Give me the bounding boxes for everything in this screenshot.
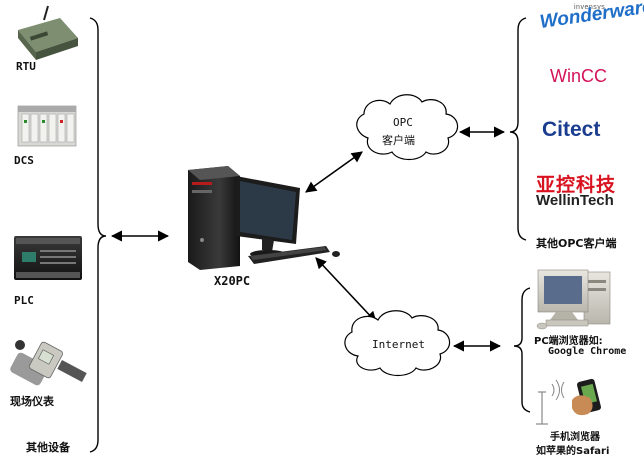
mobile-phone-icon [536, 378, 601, 425]
rtu-device-icon [18, 5, 78, 60]
label-other-devices: 其他设备 [26, 441, 70, 454]
label-other-opc-clients: 其他OPC客户端 [536, 237, 617, 250]
arrow-pc-opc [305, 151, 363, 193]
arrow-pc-internet [315, 257, 377, 323]
label-rtu: RTU [16, 60, 36, 73]
wonderware-logo-small: invensys [574, 4, 606, 11]
label-mobile-browser-line1: 手机浏览器 [550, 432, 600, 443]
browser-bracket [513, 287, 531, 413]
internet-cloud-shape [344, 310, 451, 377]
opc-cloud-label-line2: 客户端 [382, 134, 415, 147]
label-x20pc: X20PC [214, 274, 251, 288]
label-pc-browser-line1: PC端浏览器如: [534, 336, 603, 347]
dcs-device-icon [17, 105, 77, 147]
field-instrument-icon [10, 340, 87, 386]
internet-cloud-label: Internet [372, 338, 425, 351]
opc-cloud-shape [356, 94, 459, 161]
desktop-pc-icon [536, 269, 611, 330]
label-mobile-browser-line2: 如苹果的Safari [536, 446, 610, 457]
x20pc-computer-icon [188, 166, 340, 270]
citect-logo: Citect [542, 118, 601, 141]
label-field-instrument: 现场仪表 [10, 395, 54, 408]
yakong-logo: 亚控科技 [536, 175, 617, 196]
label-plc: PLC [14, 294, 34, 307]
opc-cloud-label-line1: OPC [393, 116, 413, 129]
label-dcs: DCS [14, 154, 34, 167]
label-pc-browser-line2: Google Chrome [548, 346, 627, 357]
opc-bracket [509, 17, 527, 241]
plc-device-icon [14, 236, 82, 280]
wellintech-logo: WellinTech [536, 192, 614, 209]
left-bracket [89, 17, 107, 453]
wincc-logo: WinCC [550, 66, 607, 86]
